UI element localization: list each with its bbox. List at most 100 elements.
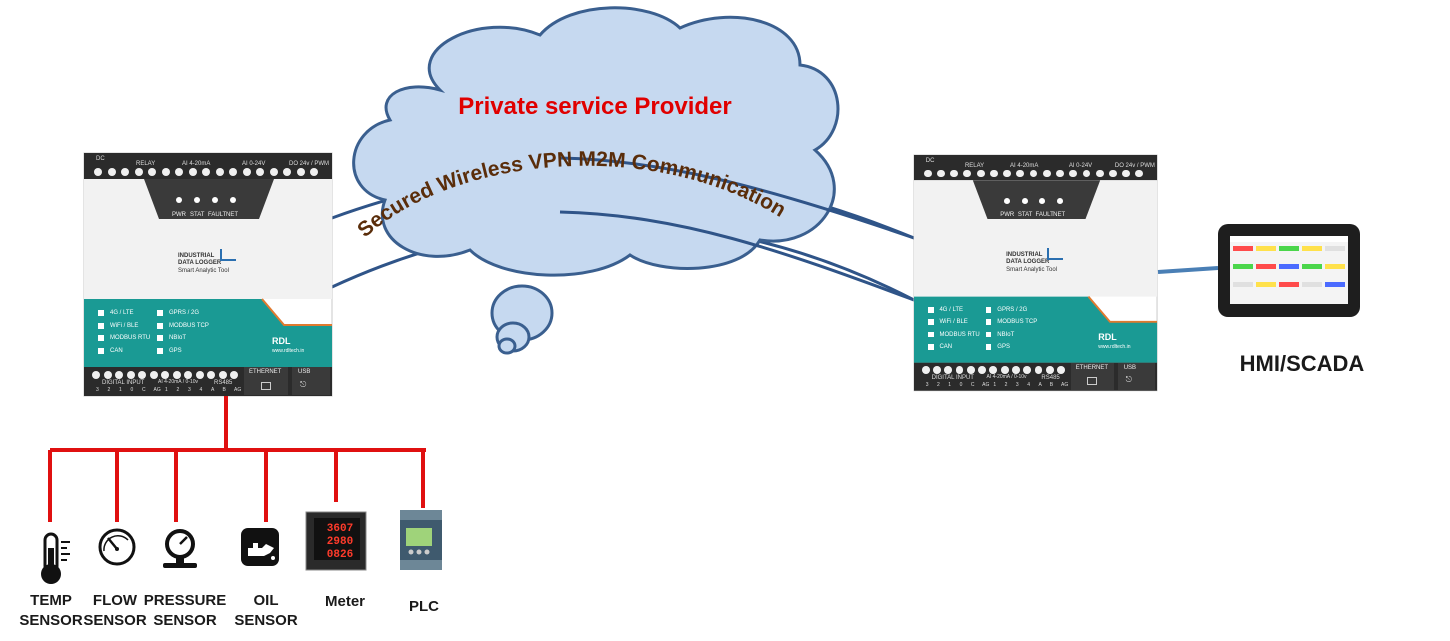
led-label: STAT [1017,212,1033,219]
brand-line1: INDUSTRIAL [178,253,215,259]
feature-checkbox [157,322,163,329]
rs485-label: RS485 [214,380,233,386]
terminal-screw [92,371,100,379]
terminal-screw [1057,366,1065,375]
terminal-screw [1056,169,1064,178]
bottom-pin-label: 1 [165,387,168,393]
terminal-screw [310,168,318,176]
brand-tagline: Smart Analytic Tool [178,268,229,274]
dc-label: DC [925,157,935,164]
usb-label: USB [298,369,311,375]
terminal-screw [963,169,972,178]
logo-icon [1047,248,1063,260]
ai-ma-label: AI 4-20mA [1010,162,1039,169]
feature-left-label: 4G / LTE [939,307,964,314]
bottom-pin-label: AG [153,387,161,393]
led-label: STAT [190,212,205,218]
digital-input-label: DIGITAL INPUT [102,380,145,386]
brand-tagline: Smart Analytic Tool [1006,266,1058,273]
terminal-screw [937,169,945,178]
terminal-screw [944,366,953,375]
terminal-screw [134,168,143,176]
terminal-screw [175,168,183,176]
bottom-pin-label: 3 [96,387,99,393]
bottom-pin-label: 3 [925,381,929,388]
brand-line1: INDUSTRIAL [1006,252,1043,258]
terminal-screw [921,366,930,375]
bottom-pin-label: 0 [130,387,134,393]
terminal-screw [94,168,102,176]
terminal-screw [955,366,964,375]
usb-port [292,367,330,395]
bottom-pin-label: 2 [107,387,111,393]
feature-checkbox [157,310,163,316]
terminal-screw [269,168,278,176]
terminal-screw [1023,366,1032,375]
ai-input-label: AI 4-20mA / 0-10v [986,374,1027,381]
hmi-dashboard-cell [1325,246,1345,251]
dc-label: DC [96,156,105,162]
feature-right-label: NBIoT [169,335,187,341]
feature-checkbox [985,307,992,314]
terminal-screw [1135,169,1144,178]
terminal-screw [230,371,238,379]
feature-left-label: WiFi / BLE [110,322,139,329]
feature-left-label: WiFi / BLE [939,319,968,326]
hmi-dashboard-cell [1302,264,1322,269]
terminal-screw [218,371,227,379]
ai-v-label: AI 0-24V [1068,162,1093,169]
led-label: FAULT [1035,212,1054,219]
terminal-screw [976,169,985,178]
terminal-screw [1122,169,1131,178]
svg-text:0826: 0826 [327,549,353,561]
terminal-screw [1082,169,1091,178]
bottom-pin-label: AG [1061,381,1069,388]
feature-left-label: 4G / LTE [110,310,134,316]
bottom-pin-label: 2 [937,381,940,388]
terminal-screw [950,169,959,178]
hmi-dashboard-cell [1256,264,1276,269]
status-led [212,197,218,203]
hmi-dashboard-cell [1279,246,1299,251]
bottom-pin-label: 2 [176,387,180,393]
terminal-screw [115,371,123,379]
usb-port [1117,362,1156,390]
feature-checkbox [927,307,934,314]
digital-input-label: DIGITAL INPUT [931,375,974,382]
feature-left-label: MODBUS RTU [110,335,151,341]
terminal-screw [229,168,237,176]
hmi-dashboard-cell [1325,264,1345,269]
hmi-dashboard-cell [1233,264,1253,269]
terminal-screw [283,168,291,176]
terminal-screw [121,168,129,176]
terminal-screw [242,168,251,176]
ai-ma-label: AI 4-20mA [182,161,211,167]
rs485-bus [48,396,426,522]
feature-right-label: GPRS / 2G [169,310,200,316]
terminal-screw [296,168,305,176]
status-led [1004,197,1011,204]
feature-checkbox [985,343,992,350]
hmi-dashboard-cell [1256,246,1276,251]
led-label: PWR [1000,212,1015,219]
terminal-screw [215,168,224,176]
cloud-title: Private service Provider [458,93,732,120]
feature-checkbox [98,310,104,316]
feature-right-label: GPS [997,343,1010,350]
hmi-dashboard-cell [1302,282,1322,287]
status-led [230,197,236,203]
bottom-pin-label: B [222,387,226,393]
bottom-pin-label: A [1038,381,1042,388]
sensor-label-meter: Meter [324,593,365,610]
ethernet-label: ETHERNET [1075,364,1109,371]
status-led [1039,197,1046,204]
feature-checkbox [927,343,934,350]
bottom-pin-label: 4 [1027,381,1030,388]
bottom-pin-label: 1 [948,381,952,388]
feature-left-label: MODBUS RTU [939,331,980,338]
terminal-screw [989,366,998,375]
terminal-screw [138,371,146,379]
feature-right-label: MODBUS TCP [169,322,209,329]
